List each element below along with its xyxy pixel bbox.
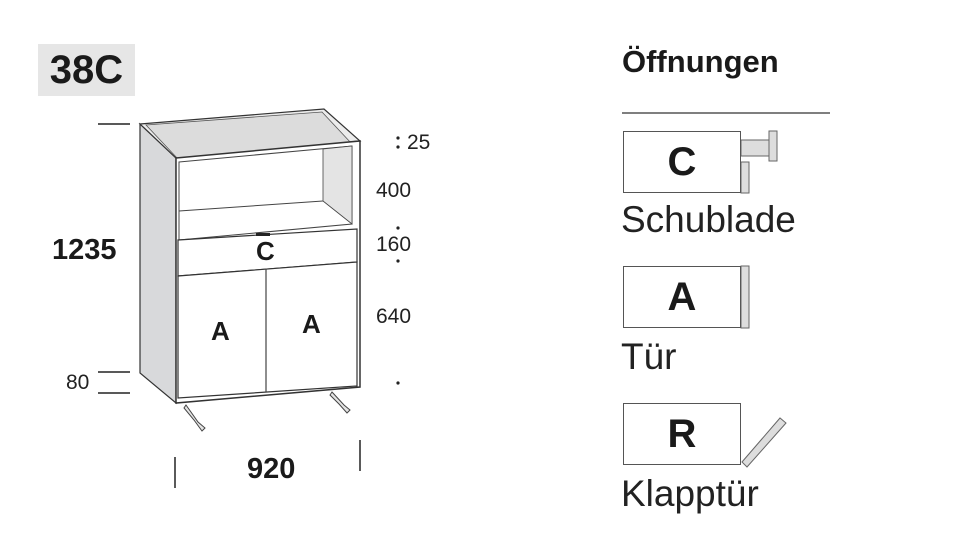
top-dimension: 25 (407, 131, 431, 154)
legend-code-drawer: C (623, 131, 741, 193)
drawer-rail-icon (740, 139, 770, 157)
side-panel (139, 122, 177, 405)
height-dimension: 1235 (52, 234, 117, 266)
width-dimension: 920 (247, 453, 296, 485)
model-code: 38C (38, 44, 135, 96)
drawer-dimension: 160 (376, 233, 412, 256)
legend-label-door: Tür (621, 336, 677, 377)
door-left-code: A (211, 316, 230, 346)
leg-left (183, 404, 206, 432)
legend-title: Öffnungen (622, 44, 779, 79)
legend-label-drawer: Schublade (621, 199, 796, 240)
leg-right (329, 391, 351, 414)
legend-code-door: A (623, 266, 741, 328)
plinth-dimension: 80 (66, 371, 90, 394)
flap-leaf-icon (741, 417, 787, 468)
door-right-code: A (302, 309, 321, 339)
legend-code-flap: R (623, 403, 741, 465)
drawer-code: C (256, 236, 275, 266)
door-leaf-icon (740, 265, 750, 329)
doors (177, 261, 358, 399)
legend-label-flap: Klapptür (621, 473, 759, 514)
doors-dimension: 640 (376, 305, 412, 328)
shelf-dimension: 400 (376, 179, 412, 202)
drawer-handle (256, 233, 270, 236)
